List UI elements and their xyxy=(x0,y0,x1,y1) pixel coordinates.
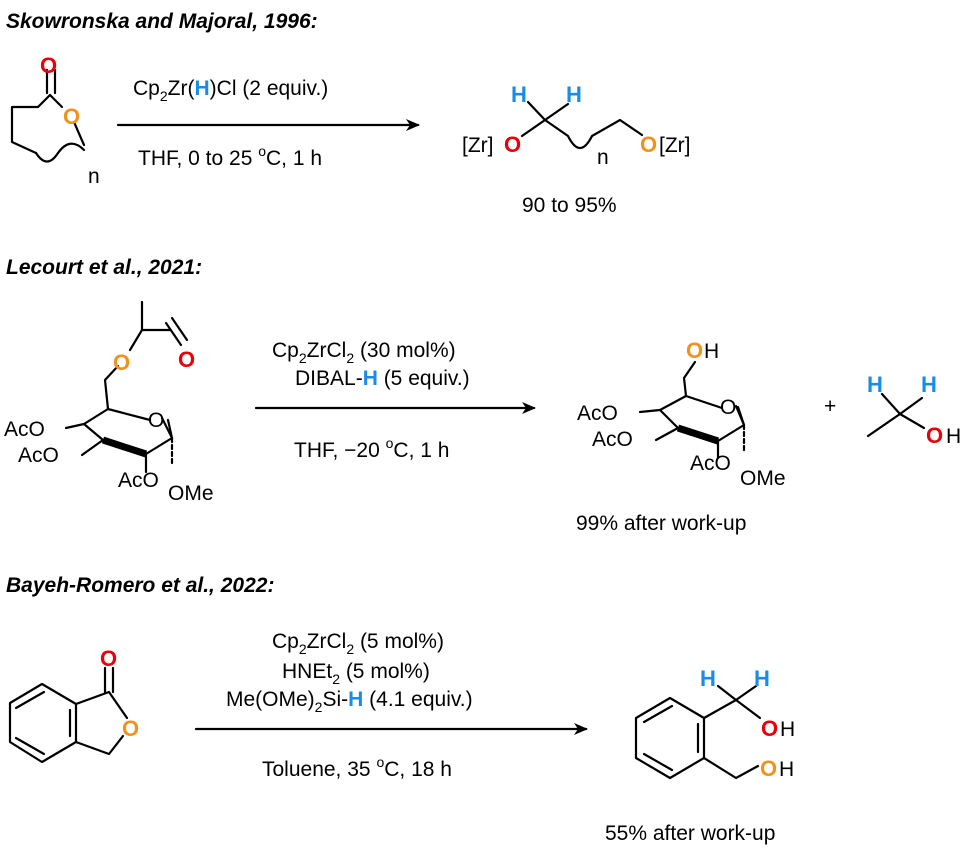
yield-3: 55% after work-up xyxy=(605,822,775,845)
phthalide-structure: O O xyxy=(8,646,139,764)
yield-2: 99% after work-up xyxy=(576,512,746,535)
lactone-structure: O O n xyxy=(10,53,100,188)
reagent-3c: Me(OMe)2Si-H (4.1 equiv.) xyxy=(226,688,473,715)
citation-3: Bayeh-Romero et al., 2022: xyxy=(6,574,274,597)
hydrogen-2: H xyxy=(566,82,582,107)
ring-oxygen: O xyxy=(63,104,80,129)
reagent-3b: HNEt2 (5 mol%) xyxy=(282,660,430,687)
diol-hydroxyl-hydrogen-1: H xyxy=(780,718,795,741)
glucoside-6-oh-product: O H O AcO AcO AcO OMe xyxy=(577,338,786,490)
ethanol-hydrogen-1: H xyxy=(867,372,883,397)
ring-oxygen-product: O xyxy=(720,396,736,419)
plus-sign: + xyxy=(824,395,836,418)
phthalide-ring-oxygen: O xyxy=(122,716,139,741)
repeat-index-n: n xyxy=(88,165,100,188)
diol-hydrogen-2: H xyxy=(754,666,770,691)
carbonyl-oxygen: O xyxy=(40,53,57,78)
diol-hydroxyl-hydrogen-2: H xyxy=(779,758,794,781)
acetoxy-1: AcO xyxy=(4,418,45,441)
citation-2: Lecourt et al., 2021: xyxy=(6,256,202,279)
reagent-1: Cp2Zr(H)Cl (2 equiv.) xyxy=(133,77,328,104)
zr-label-left: [Zr] xyxy=(462,134,494,157)
phthalide-carbonyl-oxygen: O xyxy=(100,646,117,671)
methoxy: OMe xyxy=(168,482,214,505)
oxygen-right: O xyxy=(640,132,657,157)
ester-oxygen: O xyxy=(113,350,130,375)
primary-hydroxyl-oxygen: O xyxy=(686,338,703,363)
reaction-1: Skowronska and Majoral, 1996: O O n Cp2Z… xyxy=(6,10,691,217)
diol-hydrogen-1: H xyxy=(700,666,716,691)
zr-label-right: [Zr] xyxy=(659,134,691,157)
conditions-2: THF, −20 oC, 1 h xyxy=(294,435,449,462)
methoxy-product: OMe xyxy=(740,467,786,490)
ethanol-oxygen: O xyxy=(926,423,943,448)
acetoxy-product-2: AcO xyxy=(592,428,633,451)
ethanol-hydrogen-2: H xyxy=(921,372,937,397)
ethanol-hydroxyl-hydrogen: H xyxy=(946,425,961,448)
reagent-2a: Cp2ZrCl2 (30 mol%) xyxy=(272,339,456,366)
reagent-2b: DIBAL-H (5 equiv.) xyxy=(295,367,470,390)
benzenedimethanol-product: H H O H O H xyxy=(634,666,795,781)
acetoxy-product-1: AcO xyxy=(577,402,618,425)
primary-hydroxyl-hydrogen: H xyxy=(704,340,719,363)
hydrogen-1: H xyxy=(511,82,527,107)
acetoxy-3: AcO xyxy=(118,469,159,492)
ester-carbonyl-oxygen: O xyxy=(178,347,195,372)
ethanol-structure: H H O H xyxy=(866,372,961,448)
citation-1: Skowronska and Majoral, 1996: xyxy=(6,10,318,33)
bis-zirconium-alkoxide: [Zr] O H H n O [Zr] xyxy=(462,82,691,169)
acetoxy-2: AcO xyxy=(18,444,59,467)
yield-1: 90 to 95% xyxy=(522,194,617,217)
conditions-1: THF, 0 to 25 oC, 1 h xyxy=(138,143,322,170)
repeat-index-n-product: n xyxy=(597,146,609,169)
reaction-3: Bayeh-Romero et al., 2022: O O Cp2ZrCl2 … xyxy=(6,574,795,845)
oxygen-left: O xyxy=(504,132,521,157)
reaction-2: Lecourt et al., 2021: O O O AcO AcO AcO … xyxy=(4,256,961,535)
acetoxy-product-3: AcO xyxy=(690,452,731,475)
diol-oxygen-1: O xyxy=(761,716,778,741)
reagent-3a: Cp2ZrCl2 (5 mol%) xyxy=(272,630,444,657)
diol-oxygen-2: O xyxy=(760,756,777,781)
conditions-3: Toluene, 35 oC, 18 h xyxy=(262,754,452,781)
ring-oxygen-2: O xyxy=(148,409,164,432)
glucoside-tetraacetate: O O O AcO AcO AcO OMe xyxy=(4,300,214,505)
